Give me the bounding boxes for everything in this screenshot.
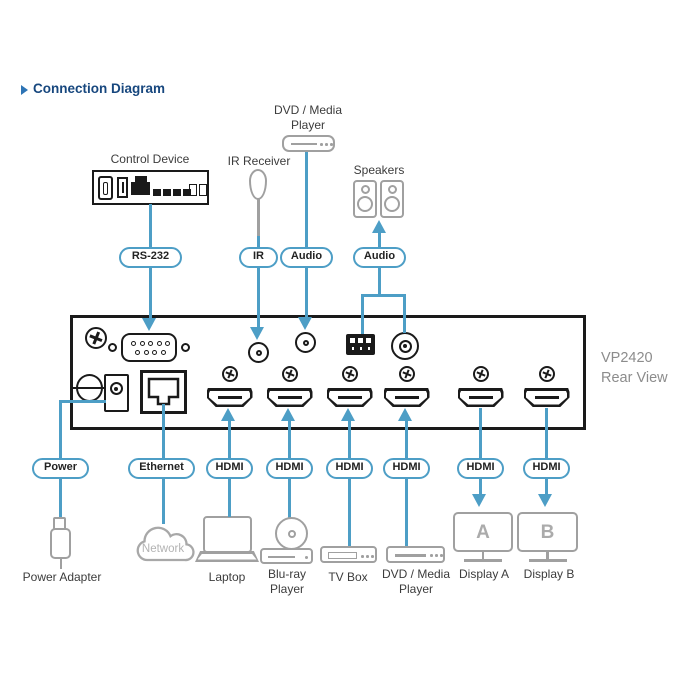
hdmi-in-line-3 xyxy=(347,419,351,547)
control-device-icon xyxy=(92,170,209,205)
dvd-player-bottom-icon xyxy=(386,546,445,563)
device-model-label: VP2420 Rear View xyxy=(601,350,668,386)
hdmi-screw-icon xyxy=(538,366,555,382)
dc-power-port xyxy=(104,374,129,412)
rs232-arrow-icon xyxy=(141,318,156,331)
audio-in-arrow-icon xyxy=(297,317,312,330)
hdmi-in-arrow-icon xyxy=(220,408,235,421)
laptop-base-icon xyxy=(195,551,259,562)
page-title: Connection Diagram xyxy=(33,81,166,96)
ir-receiver-cable xyxy=(257,198,260,238)
hdmi-in-port-4 xyxy=(383,388,430,407)
audio-out-branch xyxy=(402,293,406,333)
network-cloud-icon: Network xyxy=(136,526,195,562)
audio-out-branch xyxy=(361,293,406,297)
hdmi-screw-icon xyxy=(472,366,489,382)
rs232-tag: RS-232 xyxy=(119,247,182,268)
ir-receiver-icon xyxy=(249,169,267,200)
control-device-label: Control Device xyxy=(110,152,190,166)
laptop-icon xyxy=(203,516,252,553)
hdmi-tag: HDMI xyxy=(383,458,430,479)
hdmi-in-line-4 xyxy=(404,419,408,547)
ethernet-tag: Ethernet xyxy=(128,458,195,479)
display-a-letter: A xyxy=(476,522,490,543)
control-port-icon xyxy=(117,177,128,198)
dvd-player-bottom-label: DVD / Media Player xyxy=(381,567,451,596)
hdmi-screw-icon xyxy=(398,366,415,382)
hdmi-screw-icon xyxy=(341,366,358,382)
ir-tag: IR xyxy=(239,247,278,268)
hdmi-out-arrow-icon xyxy=(537,494,552,507)
display-a-icon: A xyxy=(453,512,513,552)
hdmi-in-port-3 xyxy=(326,388,373,407)
ir-receiver-label: IR Receiver xyxy=(227,154,291,168)
hdmi-screw-icon xyxy=(281,366,298,382)
db9-screw-icon xyxy=(181,343,190,352)
control-port-icon xyxy=(98,176,113,200)
display-b-icon: B xyxy=(517,512,578,552)
ir-arrow-icon xyxy=(249,327,264,340)
tv-box-label: TV Box xyxy=(328,570,368,584)
audio-out-line xyxy=(377,232,381,247)
control-connector-icon xyxy=(135,176,147,182)
network-label: Network xyxy=(142,543,184,555)
hdmi-in-port-1 xyxy=(206,388,253,407)
ir-line xyxy=(256,267,260,329)
hdmi-out-port-b xyxy=(523,388,570,407)
display-b-label: Display B xyxy=(523,567,575,581)
speaker-icon xyxy=(353,180,377,218)
rs232-line xyxy=(148,204,152,250)
hdmi-out-line-a xyxy=(478,408,482,496)
hdmi-out-line-b xyxy=(544,408,548,496)
control-connector-icon xyxy=(131,182,150,195)
hdmi-tag: HDMI xyxy=(326,458,373,479)
hdmi-in-arrow-icon xyxy=(280,408,295,421)
dvd-player-top-label: DVD / Media Player xyxy=(273,103,343,132)
display-b-letter: B xyxy=(540,522,555,543)
power-tag: Power xyxy=(32,458,89,479)
grounding-screw-icon xyxy=(85,327,107,349)
section-bullet-icon xyxy=(21,85,28,95)
hdmi-tag: HDMI xyxy=(266,458,313,479)
tv-box-icon xyxy=(320,546,377,563)
power-adapter-icon xyxy=(50,528,71,559)
db9-screw-icon xyxy=(108,343,117,352)
power-line xyxy=(60,400,106,403)
power-adapter-label: Power Adapter xyxy=(22,570,102,584)
audio-out-branch xyxy=(360,293,364,334)
audio-in-line xyxy=(304,152,308,250)
control-lan-port-icon xyxy=(198,184,207,196)
bluray-player-icon xyxy=(260,548,313,564)
hdmi-screw-icon xyxy=(221,366,238,382)
audio-in-tag: Audio xyxy=(280,247,333,268)
laptop-label: Laptop xyxy=(208,570,246,584)
hdmi-out-port-a xyxy=(457,388,504,407)
bluray-label: Blu-ray Player xyxy=(267,567,306,596)
hdmi-in-arrow-icon xyxy=(340,408,355,421)
display-a-label: Display A xyxy=(458,567,510,581)
dvd-player-top-icon xyxy=(282,135,335,152)
audio-out-tag: Audio xyxy=(353,247,406,268)
rs232-line xyxy=(148,267,152,320)
audio-terminal-block-port xyxy=(346,334,375,355)
hdmi-tag: HDMI xyxy=(523,458,570,479)
rs232-db9-port xyxy=(121,333,177,362)
audio-in-line xyxy=(304,267,308,318)
hdmi-in-arrow-icon xyxy=(397,408,412,421)
hdmi-in-port-2 xyxy=(266,388,313,407)
hdmi-tag: HDMI xyxy=(457,458,504,479)
control-lan-port-icon xyxy=(189,184,197,196)
ir-line xyxy=(256,236,260,250)
hdmi-tag: HDMI xyxy=(206,458,253,479)
speakers-arrow-icon xyxy=(371,220,386,233)
speakers-label: Speakers xyxy=(353,163,405,177)
speaker-icon xyxy=(380,180,404,218)
hdmi-out-arrow-icon xyxy=(471,494,486,507)
audio-out-line xyxy=(377,267,381,296)
